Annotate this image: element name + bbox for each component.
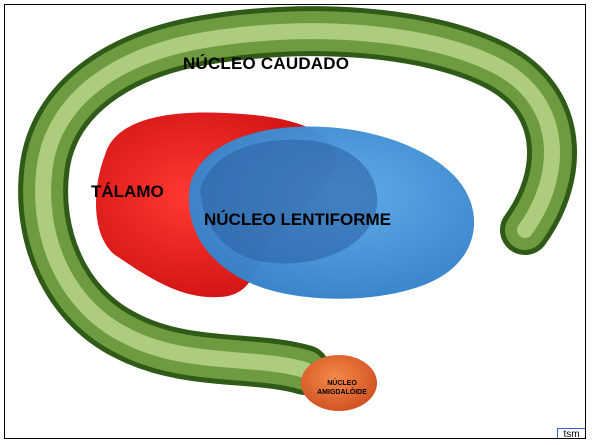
lentiform-nucleus-label: NÚCLEO LENTIFORME	[204, 210, 391, 229]
basal-ganglia-illustration	[18, 6, 577, 411]
footer-tag: tsm	[557, 428, 585, 438]
caudate-nucleus-shape	[18, 6, 577, 395]
diagram-frame: NÚCLEO CAUDADO TÁLAMO NÚCLEO LENTIFORME …	[4, 4, 586, 439]
caudate-nucleus-label: NÚCLEO CAUDADO	[183, 54, 350, 73]
amygdaloid-nucleus-shape	[301, 355, 377, 411]
amygdaloid-label-line2: AMIGDALÓIDE	[317, 389, 367, 396]
amygdaloid-nucleus-label: NÚCLEO AMIGDALÓIDE	[301, 379, 383, 397]
amygdaloid-label-line1: NÚCLEO	[327, 380, 357, 387]
lentiform-nucleus-shape	[188, 126, 475, 299]
thalamus-label: TÁLAMO	[91, 182, 164, 201]
